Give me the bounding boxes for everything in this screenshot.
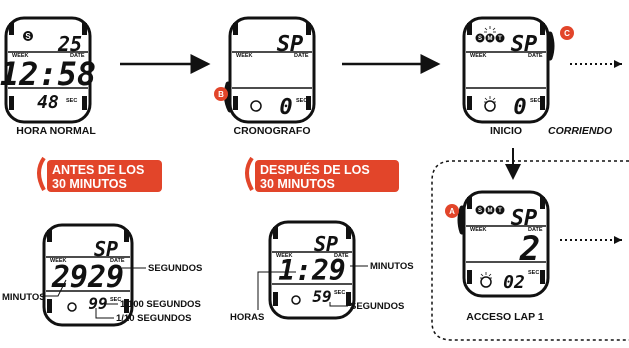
- week-label: WEEK: [470, 53, 487, 59]
- callout-despues-segundos: SEGUNDOS: [350, 301, 404, 312]
- leader-minutos: [44, 279, 67, 297]
- watch-normal-main: 12:58: [0, 55, 96, 93]
- sec-label: SEC: [530, 98, 541, 104]
- button-a-badge: [445, 204, 459, 218]
- watch-cronografo: SP WEEK DATE 0 SEC: [223, 16, 316, 124]
- watch-inicio: S M T SP WEEK DATE 0 SEC: [462, 16, 555, 124]
- date-label: DATE: [528, 53, 543, 59]
- stopwatch-icon: [67, 302, 77, 312]
- sec-label: SEC: [66, 98, 77, 104]
- watch-lap-bottom: 02: [503, 272, 525, 293]
- badge-antes: ANTES DE LOS 30 MINUTOS: [37, 156, 162, 192]
- callout-antes-decimas: 1/10 SEGUNDOS: [116, 313, 192, 324]
- date-label: DATE: [110, 258, 125, 264]
- watch-despues: SP WEEK DATE 1:29 59 SEC: [268, 220, 356, 320]
- button-a-highlight: [457, 205, 465, 235]
- smt-s: S: [478, 36, 482, 42]
- date-label: DATE: [70, 53, 85, 59]
- button-a-letter: A: [449, 207, 455, 216]
- watch-lap-main: 2: [519, 229, 540, 269]
- smt-s: S: [478, 208, 482, 214]
- smt-t: T: [498, 36, 502, 42]
- badge-despues: DESPUÉS DE LOS 30 MINUTOS: [245, 156, 399, 192]
- stopwatch-icon: [480, 276, 492, 288]
- label-acceso-lap: ACCESO LAP 1: [466, 311, 544, 323]
- callout-antes-segundos: SEGUNDOS: [148, 263, 202, 274]
- s-letter: S: [25, 32, 31, 41]
- label-hora-normal: HORA NORMAL: [16, 125, 96, 137]
- week-label: WEEK: [50, 258, 67, 264]
- button-c-highlight: [547, 31, 555, 61]
- callout-antes-minutos: MINUTOS: [2, 292, 46, 303]
- watch-inicio-top: SP: [511, 32, 538, 57]
- date-label: DATE: [294, 53, 309, 59]
- button-c-letter: C: [564, 29, 570, 38]
- button-c-badge: [560, 26, 574, 40]
- watch-crono-top: SP: [277, 32, 304, 57]
- watch-normal-top: 25: [57, 32, 82, 56]
- watch-antes-main: 2929: [51, 260, 124, 295]
- stopwatch-icon: [291, 295, 301, 305]
- leader-segundos-2: [329, 302, 348, 307]
- label-inicio: INICIO: [490, 125, 522, 137]
- badge-despues-line1: DESPUÉS DE LOS: [260, 162, 370, 177]
- week-label: WEEK: [236, 53, 253, 59]
- date-label: DATE: [334, 253, 349, 259]
- badge-despues-line2: 30 MINUTOS: [260, 177, 335, 191]
- callout-despues-minutos: MINUTOS: [370, 261, 414, 272]
- badge-antes-line2: 30 MINUTOS: [52, 177, 127, 191]
- callout-antes-centesimas: 1/100 SEGUNDOS: [120, 299, 201, 310]
- watch-normal-bottom: 48: [37, 92, 59, 113]
- stopwatch-icon: [484, 100, 496, 112]
- week-label: WEEK: [12, 53, 29, 59]
- badge-antes-line1: ANTES DE LOS: [52, 163, 144, 177]
- watch-antes: SP WEEK DATE 2929 99 SEC: [42, 223, 134, 327]
- smt-t: T: [498, 208, 502, 214]
- week-label: WEEK: [470, 227, 487, 233]
- watch-hora-normal: S 25 WEEK DATE 12:58 48 SEC: [0, 16, 96, 124]
- date-label: DATE: [528, 227, 543, 233]
- sec-label: SEC: [110, 297, 121, 303]
- watch-lap: S M T SP WEEK DATE 2 02 SEC: [457, 190, 550, 298]
- watch-inicio-bottom: 0: [513, 95, 526, 120]
- watch-despues-bottom: 59: [312, 287, 331, 306]
- callout-despues-horas: HORAS: [230, 312, 264, 323]
- sec-label: SEC: [528, 270, 539, 276]
- watch-antes-top: SP: [94, 237, 118, 261]
- button-b-letter: B: [218, 90, 224, 99]
- watch-despues-main: 1:29: [278, 254, 345, 287]
- s-button-icon: [23, 31, 33, 41]
- leader-decimas: [95, 308, 114, 319]
- leader-horas: [257, 271, 296, 310]
- label-corriendo: CORRIENDO: [548, 125, 612, 137]
- watch-despues-top: SP: [314, 232, 338, 256]
- smt-m: M: [488, 36, 493, 42]
- watch-crono-bottom: 0: [279, 95, 292, 120]
- sec-label: SEC: [296, 98, 307, 104]
- stopwatch-icon: [250, 100, 262, 112]
- sec-label: SEC: [334, 290, 345, 296]
- label-cronografo: CRONOGRAFO: [234, 125, 311, 137]
- week-label: WEEK: [276, 253, 293, 259]
- smt-m: M: [488, 208, 493, 214]
- watch-lap-top: SP: [511, 206, 538, 231]
- watch-antes-bottom: 99: [88, 294, 107, 313]
- button-b-badge: [214, 87, 228, 101]
- lap-dashed-frame: [431, 160, 629, 341]
